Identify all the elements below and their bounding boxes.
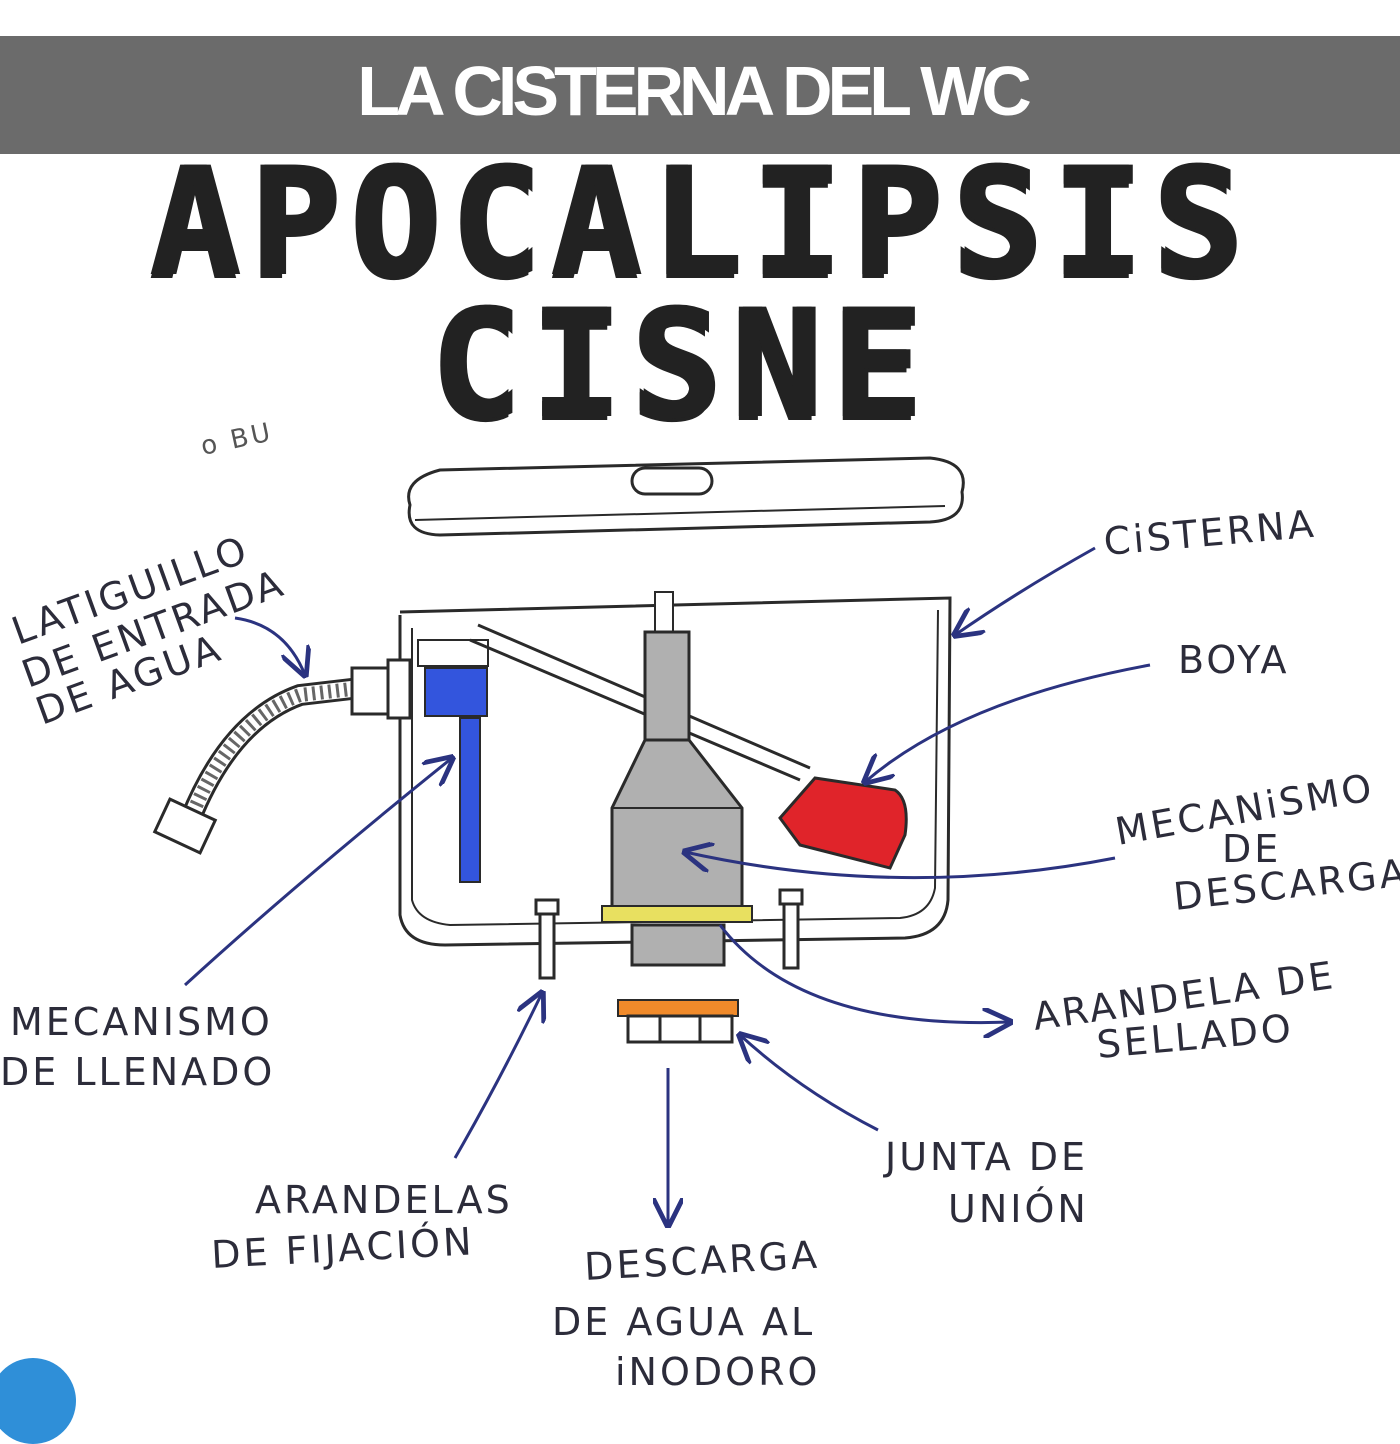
- corner-badge: [0, 1358, 76, 1444]
- label-mecanismo-descarga-line2: DE: [1222, 827, 1281, 871]
- label-arandelas-fijacion-line2: DE FIJACIÓN: [210, 1219, 475, 1277]
- label-mecanismo-llenado: MECANISMO DE LLENADO: [0, 1000, 275, 1094]
- float-assembly: [469, 623, 908, 870]
- label-arandela-sellado: ARANDELA DE SELLADO: [1030, 953, 1338, 1067]
- title-banner: [0, 36, 1400, 154]
- label-arrows: [183, 546, 1151, 1225]
- label-descarga-agua: DESCARGA DE AGUA AL iNODORO: [552, 1233, 821, 1394]
- label-mecanismo-descarga-line3: DESCARGA: [1171, 851, 1400, 919]
- fixing-bolts: [534, 888, 804, 980]
- toilet-cistern-diagram: LATIGUILLO DE ENTRADA DE AGUA CiSTERNA B…: [0, 417, 1400, 1394]
- label-latiguillo: LATIGUILLO DE ENTRADA DE AGUA: [6, 527, 291, 733]
- banner-title: LA CISTERNA DEL WC: [357, 52, 1032, 130]
- cistern-lid: [407, 456, 965, 537]
- label-arandelas-fijacion-line1: ARANDELAS: [255, 1178, 513, 1222]
- label-descarga-agua-line1: DESCARGA: [583, 1233, 821, 1289]
- inlet-hose: [152, 658, 412, 855]
- label-descarga-agua-line2: DE AGUA AL: [552, 1300, 815, 1344]
- label-arandelas-fijacion: ARANDELAS DE FIJACIÓN: [210, 1178, 513, 1277]
- seal-washer: [601, 905, 753, 923]
- label-cisterna: CiSTERNA: [1102, 502, 1318, 564]
- fill-valve: [417, 639, 489, 883]
- label-junta-union-line1: JUNTA DE: [883, 1135, 1088, 1179]
- union-gasket: [617, 999, 739, 1044]
- label-boya: BOYA: [1178, 638, 1290, 682]
- label-junta-union: JUNTA DE UNIÓN: [883, 1135, 1089, 1231]
- label-descarga-agua-line3: iNODORO: [615, 1350, 820, 1394]
- label-junta-union-line2: UNIÓN: [948, 1187, 1089, 1231]
- overlay-title-line2: CISNE: [429, 278, 931, 452]
- label-mecanismo-llenado-line1: MECANISMO: [10, 1000, 273, 1044]
- label-mecanismo-llenado-line2: DE LLENADO: [0, 1050, 275, 1094]
- label-mecanismo-descarga: MECANiSMO DE DESCARGA: [1112, 765, 1400, 919]
- overlay-title-line1: APOCALIPSIS: [148, 136, 1252, 310]
